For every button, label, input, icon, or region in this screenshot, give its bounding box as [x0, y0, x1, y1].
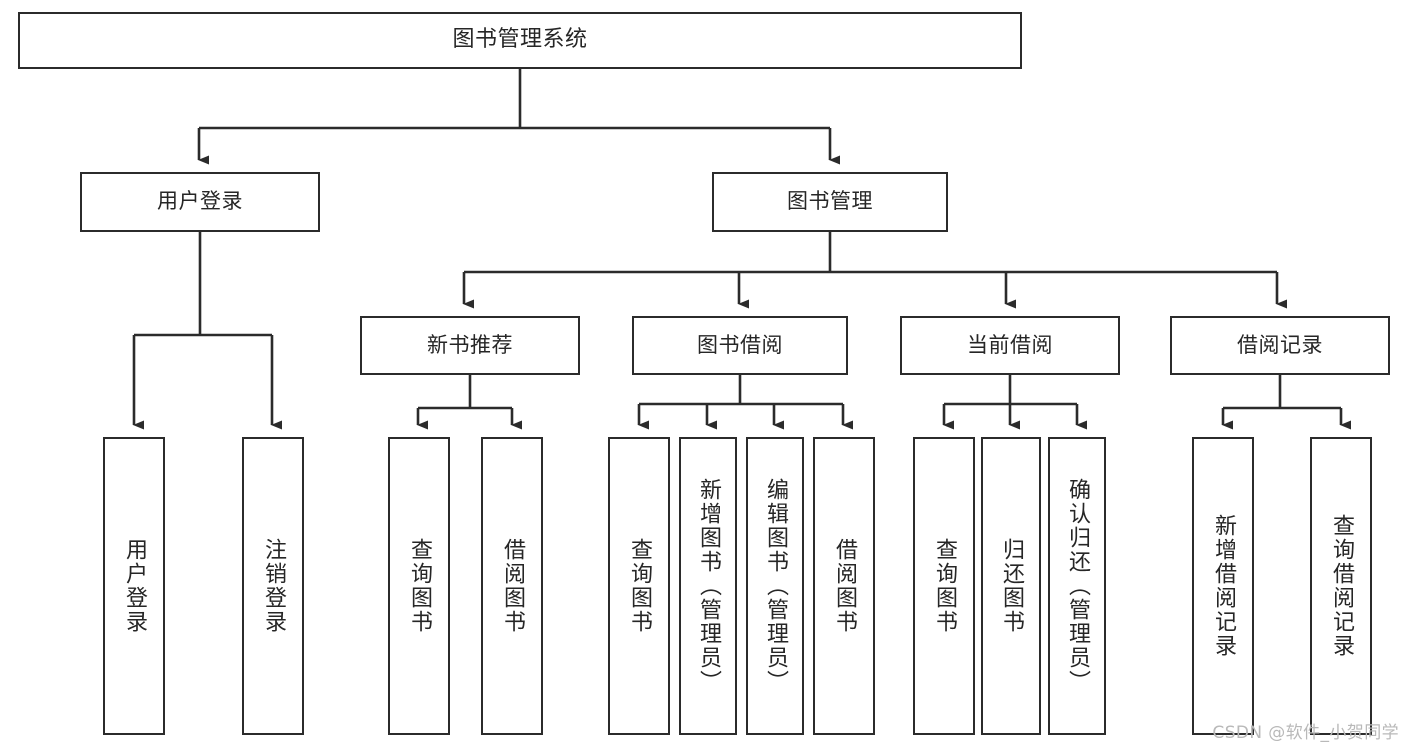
- level3-node-0[interactable]: 新书推荐: [360, 316, 580, 375]
- level2-node-0[interactable]: 用户登录: [80, 172, 320, 232]
- node-label: 借阅图书: [499, 538, 525, 634]
- node-label: 查询借阅记录: [1328, 514, 1354, 658]
- leaf-node-0[interactable]: 用户登录: [103, 437, 165, 735]
- leaf-node-2[interactable]: 查询图书: [388, 437, 450, 735]
- leaf-node-11[interactable]: 新增借阅记录: [1192, 437, 1254, 735]
- node-label: 新书推荐: [427, 332, 513, 357]
- leaf-node-8[interactable]: 查询图书: [913, 437, 975, 735]
- node-label: 查询图书: [406, 538, 432, 634]
- leaf-node-4[interactable]: 查询图书: [608, 437, 670, 735]
- level3-node-3[interactable]: 借阅记录: [1170, 316, 1390, 375]
- connector-lines: [132, 69, 1351, 430]
- node-label: 新增图书（管理员）: [695, 478, 721, 694]
- leaf-node-12[interactable]: 查询借阅记录: [1310, 437, 1372, 735]
- node-label: 借阅图书: [831, 538, 857, 634]
- node-label: 用户登录: [121, 538, 147, 634]
- node-label: 确认归还（管理员）: [1064, 478, 1090, 694]
- node-label: 图书管理系统: [452, 27, 588, 53]
- node-label: 图书管理: [787, 189, 873, 214]
- node-label: 编辑图书（管理员）: [762, 478, 788, 694]
- node-label: 新增借阅记录: [1210, 514, 1236, 658]
- level3-node-2[interactable]: 当前借阅: [900, 316, 1120, 375]
- node-label: 注销登录: [260, 538, 286, 634]
- level2-node-1[interactable]: 图书管理: [712, 172, 948, 232]
- node-label: 查询图书: [626, 538, 652, 634]
- leaf-node-3[interactable]: 借阅图书: [481, 437, 543, 735]
- root-node-0[interactable]: 图书管理系统: [18, 12, 1022, 69]
- leaf-node-10[interactable]: 确认归还（管理员）: [1048, 437, 1106, 735]
- node-label: 当前借阅: [967, 332, 1053, 357]
- node-label: 用户登录: [157, 189, 243, 214]
- node-label: 查询图书: [931, 538, 957, 634]
- level3-node-1[interactable]: 图书借阅: [632, 316, 848, 375]
- leaf-node-5[interactable]: 新增图书（管理员）: [679, 437, 737, 735]
- node-label: 借阅记录: [1237, 332, 1323, 357]
- leaf-node-6[interactable]: 编辑图书（管理员）: [746, 437, 804, 735]
- leaf-node-7[interactable]: 借阅图书: [813, 437, 875, 735]
- node-label: 归还图书: [998, 538, 1024, 634]
- node-label: 图书借阅: [697, 332, 783, 357]
- leaf-node-1[interactable]: 注销登录: [242, 437, 304, 735]
- leaf-node-9[interactable]: 归还图书: [981, 437, 1041, 735]
